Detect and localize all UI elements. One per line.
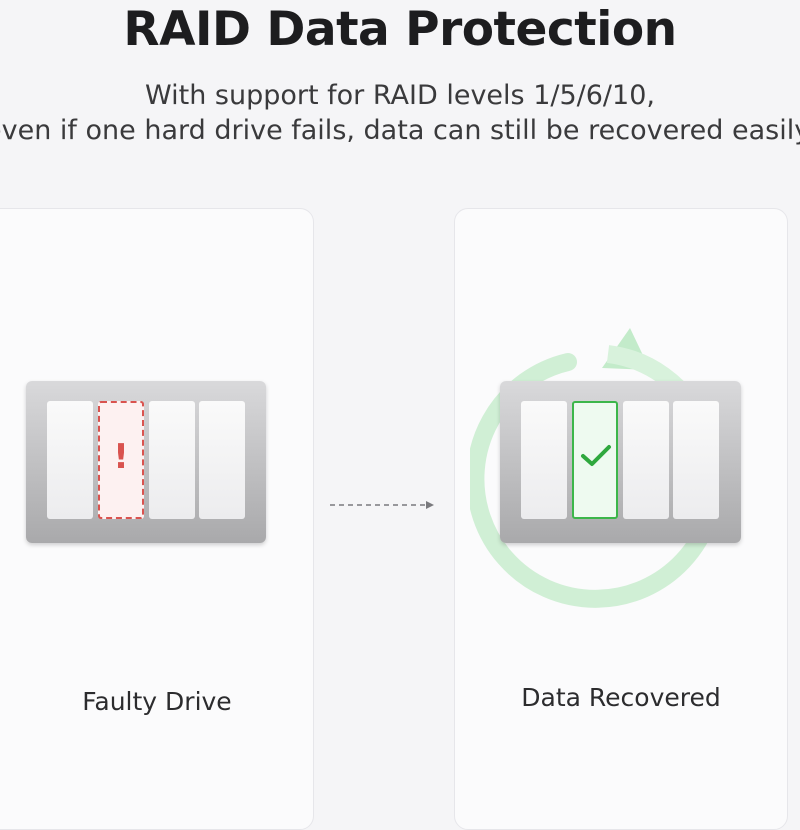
page-title: RAID Data Protection [123, 2, 677, 57]
recovered-drive-bay [572, 401, 618, 519]
subtitle-line-2: even if one hard drive fails, data can s… [0, 115, 800, 146]
exclamation-icon: ! [113, 437, 129, 477]
dashed-arrow-icon [330, 501, 434, 509]
drive-bay [623, 401, 669, 519]
drive-bay [673, 401, 719, 519]
subtitle-line-1: With support for RAID levels 1/5/6/10, [145, 80, 655, 111]
faulty-drive-label: Faulty Drive [82, 687, 232, 716]
drive-bay [521, 401, 567, 519]
drive-bay [47, 401, 93, 519]
data-recovered-label: Data Recovered [521, 683, 721, 712]
drive-enclosure-faulty: ! [26, 381, 266, 543]
drive-bay [149, 401, 195, 519]
drive-bay [199, 401, 245, 519]
drive-enclosure-recovered [500, 381, 741, 543]
faulty-drive-bay: ! [98, 401, 144, 519]
checkmark-icon [581, 445, 611, 466]
